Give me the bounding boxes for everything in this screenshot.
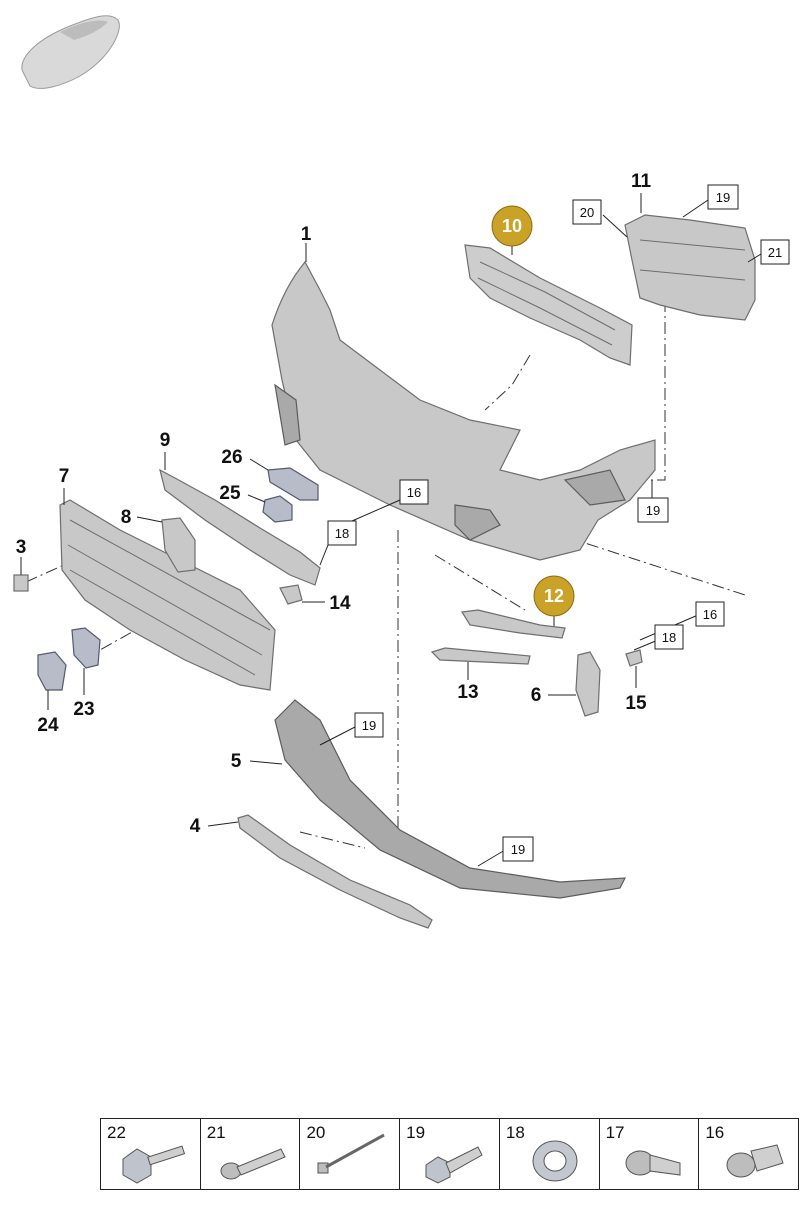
part-label-1: 1 [301, 224, 312, 245]
ref-label-18-left: 18 [335, 526, 349, 541]
highlight-badge-12: 12 [533, 575, 575, 617]
bracket-24 [37, 651, 67, 710]
part-label-25: 25 [219, 483, 241, 504]
part-label-13: 13 [457, 682, 478, 703]
part-label-15: 15 [625, 693, 647, 714]
legend-number-18: 18 [505, 1123, 525, 1142]
lower-grille [59, 488, 276, 691]
part-label-8: 8 [121, 507, 132, 528]
legend-cell-17: 17 [600, 1119, 700, 1189]
ref-label-16-left: 16 [407, 485, 421, 500]
legend-number-19: 19 [406, 1123, 426, 1142]
ref-label-21: 21 [768, 245, 782, 260]
part-label-11: 11 [631, 171, 652, 192]
nut-icon [532, 1140, 578, 1182]
sensor-holder-icon [726, 1144, 784, 1178]
bracket-26 [249, 458, 319, 501]
legend-cell-19: 19 [400, 1119, 500, 1189]
upper-grille [159, 452, 321, 586]
highlight-badge-10: 10 [491, 205, 533, 247]
bumper-carrier [624, 193, 756, 321]
legend-cell-22: 22 [101, 1119, 201, 1189]
ref-box-19-bottom: 19 [502, 836, 534, 862]
part-label-7: 7 [59, 466, 70, 487]
ref-label-19-bottom: 19 [511, 842, 525, 857]
legend-cell-16: 16 [699, 1119, 798, 1189]
legend-number-16: 16 [705, 1123, 725, 1142]
lip-strip [207, 814, 433, 929]
ref-box-16-right: 16 [695, 601, 725, 627]
ref-box-19-top: 19 [707, 184, 739, 210]
legend-cell-21: 21 [201, 1119, 301, 1189]
pin-clip-icon [317, 1133, 386, 1174]
legend-cell-18: 18 [500, 1119, 600, 1189]
part-label-26: 26 [221, 447, 242, 468]
trim-strip-13 [430, 647, 531, 680]
bracket-14 [279, 584, 325, 605]
highlight-label-10: 10 [502, 216, 522, 236]
legend-number-17: 17 [605, 1123, 625, 1142]
legend-number-20: 20 [306, 1123, 326, 1142]
ref-box-20: 20 [572, 199, 602, 225]
air-duct-8 [136, 516, 196, 573]
ref-label-19-spoiler: 19 [362, 718, 376, 733]
part-label-4: 4 [190, 816, 201, 837]
clip-3 [13, 557, 29, 592]
part-label-3: 3 [16, 537, 27, 558]
plastic-nut-icon [122, 1145, 186, 1184]
expansion-rivet-icon [220, 1148, 286, 1180]
part-label-14: 14 [329, 593, 351, 614]
ref-box-19-right: 19 [637, 497, 669, 523]
sensor-bracket-15 [625, 649, 643, 688]
screw-icon [425, 1146, 483, 1184]
ref-box-19-spoiler: 19 [354, 712, 384, 738]
ref-label-16-right: 16 [703, 607, 717, 622]
ref-label-19-top: 19 [716, 190, 730, 205]
ref-label-19-right: 19 [646, 503, 660, 518]
front-bumper-cover [271, 243, 656, 561]
part-label-9: 9 [160, 430, 171, 451]
fastener-legend: 22 21 20 19 18 17 [100, 1118, 799, 1190]
ref-label-18-right: 18 [662, 630, 676, 645]
ref-box-18-right: 18 [654, 624, 684, 650]
grille-frame [464, 244, 633, 366]
legend-cell-20: 20 [300, 1119, 401, 1189]
part-label-5: 5 [231, 751, 242, 772]
ref-box-21: 21 [760, 239, 790, 265]
part-label-24: 24 [37, 715, 59, 736]
legend-number-21: 21 [206, 1123, 226, 1142]
vehicle-thumbnail-icon [21, 15, 120, 89]
part-label-6: 6 [531, 685, 542, 706]
legend-number-22: 22 [107, 1123, 126, 1142]
ref-label-20: 20 [580, 205, 594, 220]
sensor-icon [625, 1150, 681, 1176]
part-label-23: 23 [73, 699, 94, 720]
ref-box-18-left: 18 [327, 520, 357, 546]
bracket-23 [71, 627, 101, 695]
side-trim-6 [548, 651, 601, 717]
ref-box-16-left: 16 [399, 479, 429, 505]
highlight-label-12: 12 [544, 586, 564, 606]
bracket-25 [247, 494, 293, 523]
